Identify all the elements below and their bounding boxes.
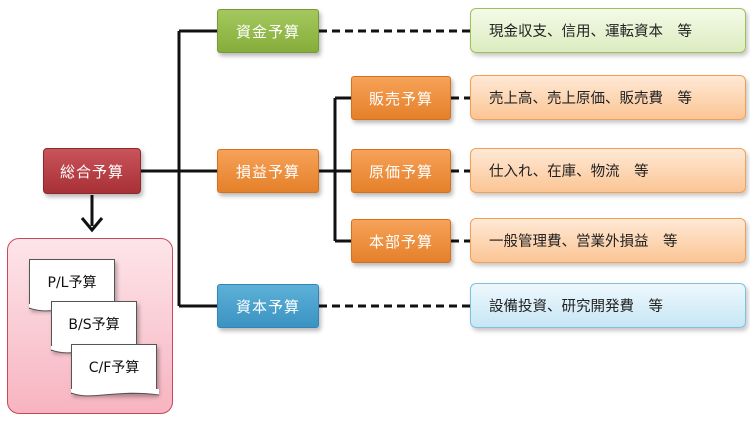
node-pl-budget: 損益予算 xyxy=(217,149,319,193)
desc-capital: 設備投資、研究開発費 等 xyxy=(470,283,746,328)
node-funds-budget: 資金予算 xyxy=(217,9,319,53)
desc-funds: 現金収支、信用、運転資本 等 xyxy=(470,8,746,53)
node-hq-budget: 本部予算 xyxy=(351,219,451,263)
doc-wave-icon xyxy=(71,389,159,397)
financial-reports-panel: P/L予算 B/S予算 C/F予算 xyxy=(7,238,173,414)
node-capital-budget: 資本予算 xyxy=(217,284,319,328)
doc-bs-label: B/S予算 xyxy=(68,317,120,333)
doc-bs-report: B/S予算 xyxy=(51,301,139,354)
node-total-budget: 総合予算 xyxy=(43,148,141,194)
doc-pl-label: P/L予算 xyxy=(47,275,97,291)
doc-cf-report: C/F予算 xyxy=(71,344,159,397)
desc-hq: 一般管理費、営業外損益 等 xyxy=(470,218,746,263)
desc-sales: 売上高、売上原価、販売費 等 xyxy=(470,75,746,120)
arrow-head xyxy=(80,217,104,233)
node-cost-budget: 原価予算 xyxy=(351,149,451,193)
doc-cf-label: C/F予算 xyxy=(88,360,140,376)
desc-cost: 仕入れ、在庫、物流 等 xyxy=(470,148,746,193)
node-sales-budget: 販売予算 xyxy=(351,76,451,120)
